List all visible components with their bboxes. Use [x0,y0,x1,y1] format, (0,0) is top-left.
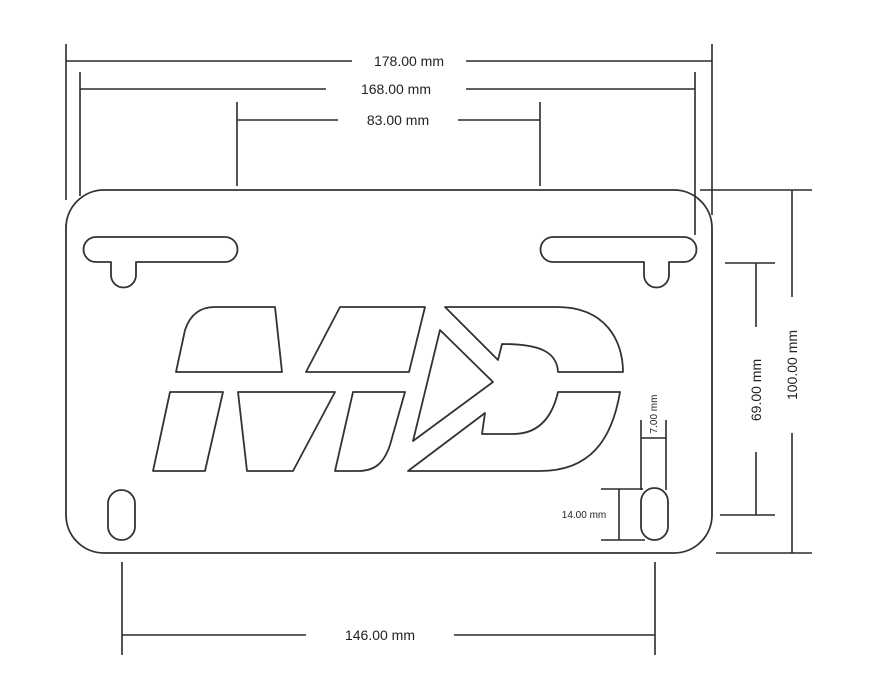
dim-label-83: 83.00 mm [367,112,429,128]
dimension-slot-gap: 83.00 mm [236,102,541,186]
dim-label-69: 69.00 mm [748,359,764,421]
dimension-bottom-hole-span: 146.00 mm [121,562,656,655]
dimension-slot-span: 168.00 mm [79,72,696,235]
dimension-hole-height: 14.00 mm [562,488,645,541]
dimension-overall-width: 178.00 mm [65,44,713,215]
dim-label-178: 178.00 mm [374,53,444,69]
top-right-slot [539,236,698,289]
dim-label-168: 168.00 mm [361,81,431,97]
bottom-right-hole [640,487,669,541]
dim-label-7: 7.00 mm [649,395,660,434]
top-left-slot [82,236,239,289]
dimension-overall-height: 100.00 mm [700,189,812,554]
dim-label-146: 146.00 mm [345,627,415,643]
dim-label-100: 100.00 mm [784,330,800,400]
bottom-left-hole [107,489,136,541]
dim-label-14: 14.00 mm [562,510,606,521]
dimension-hole-width: 7.00 mm [640,395,667,490]
dimension-slot-vertical: 69.00 mm [720,262,775,516]
md-logo [152,306,624,472]
